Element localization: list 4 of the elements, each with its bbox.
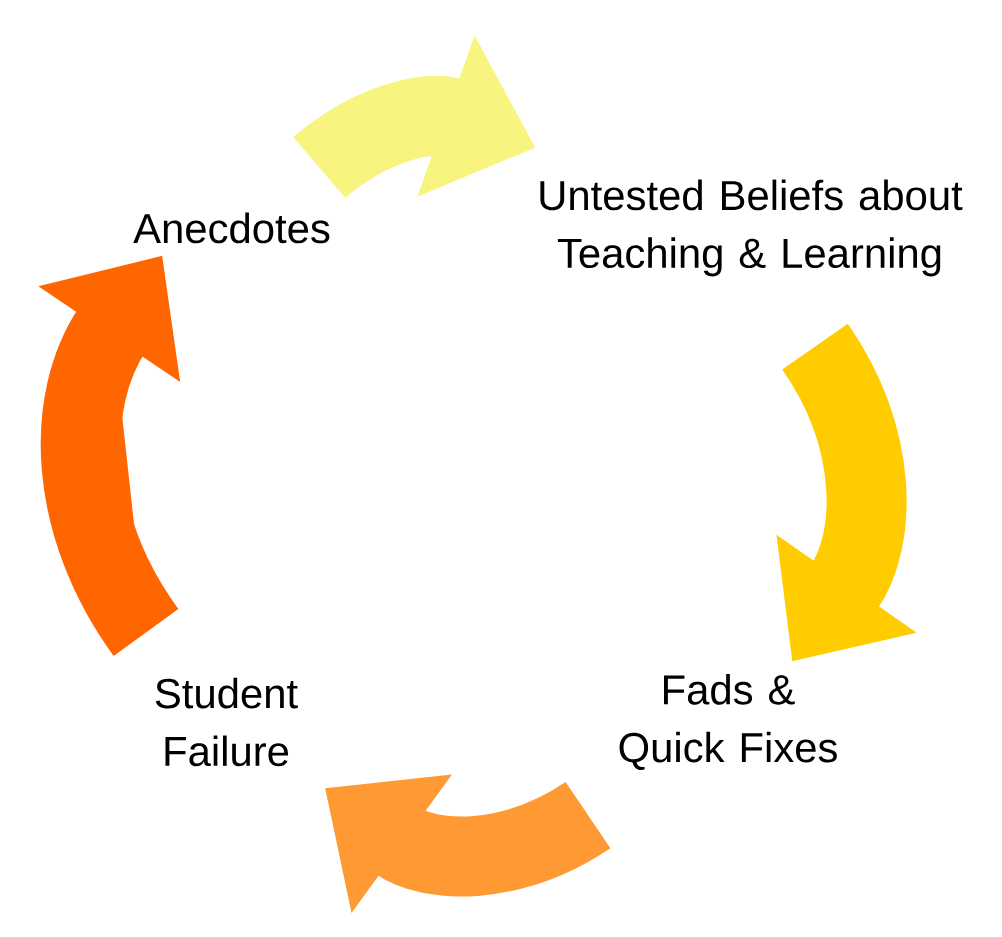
stage-text: Untested Beliefs about Teaching & Learning xyxy=(540,179,963,277)
stage-text: Student Failure xyxy=(155,677,298,767)
stage-text: Anecdotes xyxy=(133,212,330,244)
stage-text: Fads & Quick Fixes xyxy=(619,673,837,770)
